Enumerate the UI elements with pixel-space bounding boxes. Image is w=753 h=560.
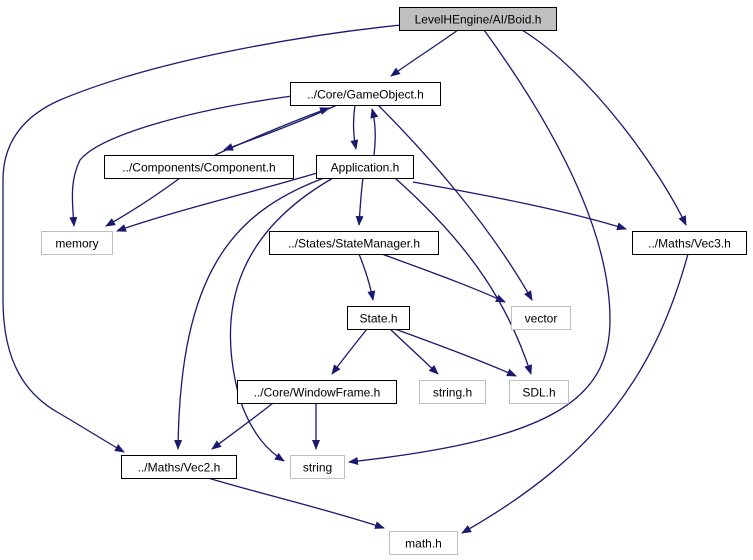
node-label-vector: vector xyxy=(525,312,558,326)
node-label-vec3: ../Maths/Vec3.h xyxy=(648,237,731,251)
edge-boid-to-vec2 xyxy=(2,24,402,453)
node-label-statemanager: ../States/StateManager.h xyxy=(288,237,420,251)
edge-boid-to-string xyxy=(348,29,611,465)
node-box-vec2 xyxy=(121,455,237,479)
node-label-application: Application.h xyxy=(331,161,400,175)
node-memory[interactable]: memory xyxy=(41,231,113,255)
node-label-gameobject: ../Core/GameObject.h xyxy=(307,88,424,102)
node-box-stringh xyxy=(419,380,486,404)
node-label-string: string xyxy=(303,461,332,475)
node-box-string xyxy=(290,455,345,479)
edge-boid-to-gameobject xyxy=(390,29,459,77)
edge-vec3-to-math xyxy=(461,253,689,534)
node-box-statemanager xyxy=(269,231,439,255)
node-layer: LevelHEngine/AI/Boid.h ../Core/GameObject… xyxy=(41,7,747,555)
node-vec3[interactable]: ../Maths/Vec3.h xyxy=(632,231,747,255)
node-box-vec3 xyxy=(632,231,747,255)
node-gameobject[interactable]: ../Core/GameObject.h xyxy=(290,82,441,106)
edge-application-to-vec2 xyxy=(174,177,325,450)
node-label-boid: LevelHEngine/AI/Boid.h xyxy=(415,13,542,27)
node-box-math xyxy=(389,531,458,555)
node-label-memory: memory xyxy=(55,237,98,251)
edge-gameobject-to-memory xyxy=(69,95,293,227)
node-box-application xyxy=(316,155,414,179)
edge-application-to-memory xyxy=(116,172,318,232)
node-box-vector xyxy=(511,306,571,330)
edge-gameobject-to-application xyxy=(350,104,359,150)
node-box-sdl xyxy=(509,380,569,404)
node-box-state xyxy=(347,306,410,330)
node-box-windowframe xyxy=(237,380,397,404)
node-boid[interactable]: LevelHEngine/AI/Boid.h xyxy=(399,7,557,31)
edge-application-to-gameobject xyxy=(370,108,379,156)
node-string[interactable]: string xyxy=(290,455,345,479)
node-label-vec2: ../Maths/Vec2.h xyxy=(138,461,221,475)
edge-application-to-vec3 xyxy=(412,181,627,231)
edge-application-to-sdl xyxy=(394,177,532,375)
node-vector[interactable]: vector xyxy=(511,306,571,330)
edge-component-to-gameobject xyxy=(214,107,330,156)
edge-windowframe-to-vec2 xyxy=(211,402,274,450)
node-box-memory xyxy=(41,231,113,255)
edge-boid-to-vec3 xyxy=(521,29,687,226)
edge-statemanager-to-vector xyxy=(381,253,506,303)
node-label-math: math.h xyxy=(405,537,442,551)
node-stringh[interactable]: string.h xyxy=(419,380,486,404)
node-sdl[interactable]: SDL.h xyxy=(509,380,569,404)
node-component[interactable]: ../Components/Component.h xyxy=(104,155,294,179)
node-state[interactable]: State.h xyxy=(347,306,410,330)
node-box-boid xyxy=(399,7,557,31)
edge-state-to-sdl xyxy=(394,328,517,377)
node-label-component: ../Components/Component.h xyxy=(122,161,275,175)
node-application[interactable]: Application.h xyxy=(316,155,414,179)
node-box-component xyxy=(104,155,294,179)
edge-component-to-memory xyxy=(105,177,181,227)
edge-statemanager-to-state xyxy=(358,253,376,301)
edge-application-to-statemanager xyxy=(355,177,364,226)
node-label-state: State.h xyxy=(359,312,397,326)
node-windowframe[interactable]: ../Core/WindowFrame.h xyxy=(237,380,397,404)
edge-vec2-to-math xyxy=(207,477,385,529)
edge-state-to-windowframe xyxy=(331,328,368,375)
node-label-sdl: SDL.h xyxy=(522,386,555,400)
edge-gameobject-to-vector xyxy=(377,104,533,301)
edge-layer xyxy=(2,24,689,534)
node-math[interactable]: math.h xyxy=(389,531,458,555)
node-label-stringh: string.h xyxy=(433,386,472,400)
node-box-gameobject xyxy=(290,82,441,106)
edge-application-to-string xyxy=(229,177,334,462)
node-vec2[interactable]: ../Maths/Vec2.h xyxy=(121,455,237,479)
edge-state-to-stringh xyxy=(389,328,439,375)
node-statemanager[interactable]: ../States/StateManager.h xyxy=(269,231,439,255)
node-label-windowframe: ../Core/WindowFrame.h xyxy=(254,386,381,400)
